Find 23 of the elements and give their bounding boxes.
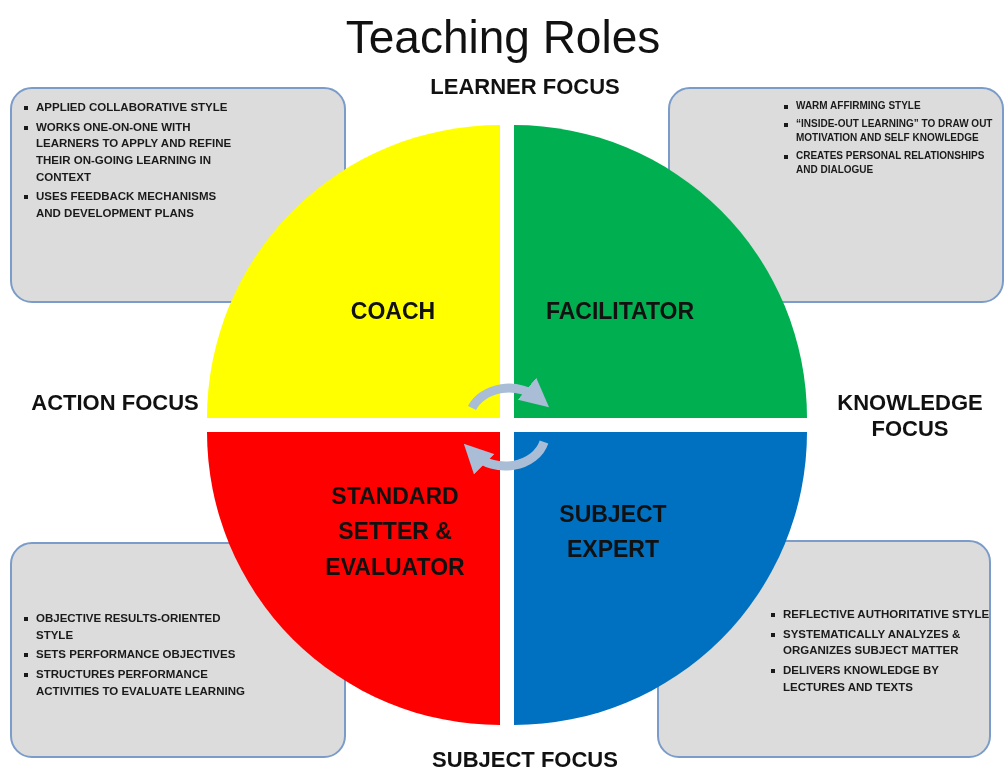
bullet-text: USES FEEDBACK MECHANISMS AND DEVELOPMENT PLANS	[36, 190, 217, 220]
curved-arrow	[463, 440, 549, 475]
bullet-text: CREATES PERSONAL RELATIONSHIPS AND DIALOGUE	[796, 149, 985, 175]
curved-arrow	[468, 377, 550, 411]
bullet-text: “INSIDE-OUT LEARNING” TO DRAW OUT MOTIVATION AND SELF KNOWLEDGE	[796, 117, 993, 143]
diagram-title: Teaching Roles	[344, 10, 662, 64]
bullet-text: WORKS ONE-ON-ONE WITH LEARNERS TO APPLY AND REFINE THEIR ON-GOING LEARNING IN CONTEXT	[36, 120, 232, 183]
bullet-text: WARM AFFIRMING STYLE	[796, 100, 921, 111]
role-title: STANDARD SETTER & EVALUATOR	[324, 481, 466, 582]
bullet-text: STRUCTURES PERFORMANCE ACTIVITIES TO EVALUATE LEARNING	[36, 668, 245, 697]
bullet-text: REFLECTIVE AUTHORITATIVE STYLE	[783, 608, 990, 620]
axis-label: ACTION FOCUS	[30, 390, 200, 416]
bullet-text: APPLIED COLLABORATIVE STYLE	[36, 101, 228, 113]
role-title: FACILITATOR	[544, 297, 696, 326]
role-title: SUBJECT EXPERT	[558, 499, 668, 565]
axis-label: SUBJECT FOCUS	[431, 747, 619, 773]
axis-label: LEARNER FOCUS	[429, 74, 621, 100]
bullet-text: SYSTEMATICALLY ANALYZES & ORGANIZES SUBJECT MATTER	[783, 627, 961, 657]
bullet-text: DELIVERS KNOWLEDGE BY LECTURES AND TEXTS	[783, 664, 939, 693]
bullet-text: OBJECTIVE RESULTS-ORIENTED STYLE	[36, 612, 221, 641]
role-title: COACH	[349, 297, 437, 326]
axis-label: KNOWLEDGE FOCUS	[836, 390, 984, 442]
bullet-text: SETS PERFORMANCE OBJECTIVES	[36, 648, 236, 661]
